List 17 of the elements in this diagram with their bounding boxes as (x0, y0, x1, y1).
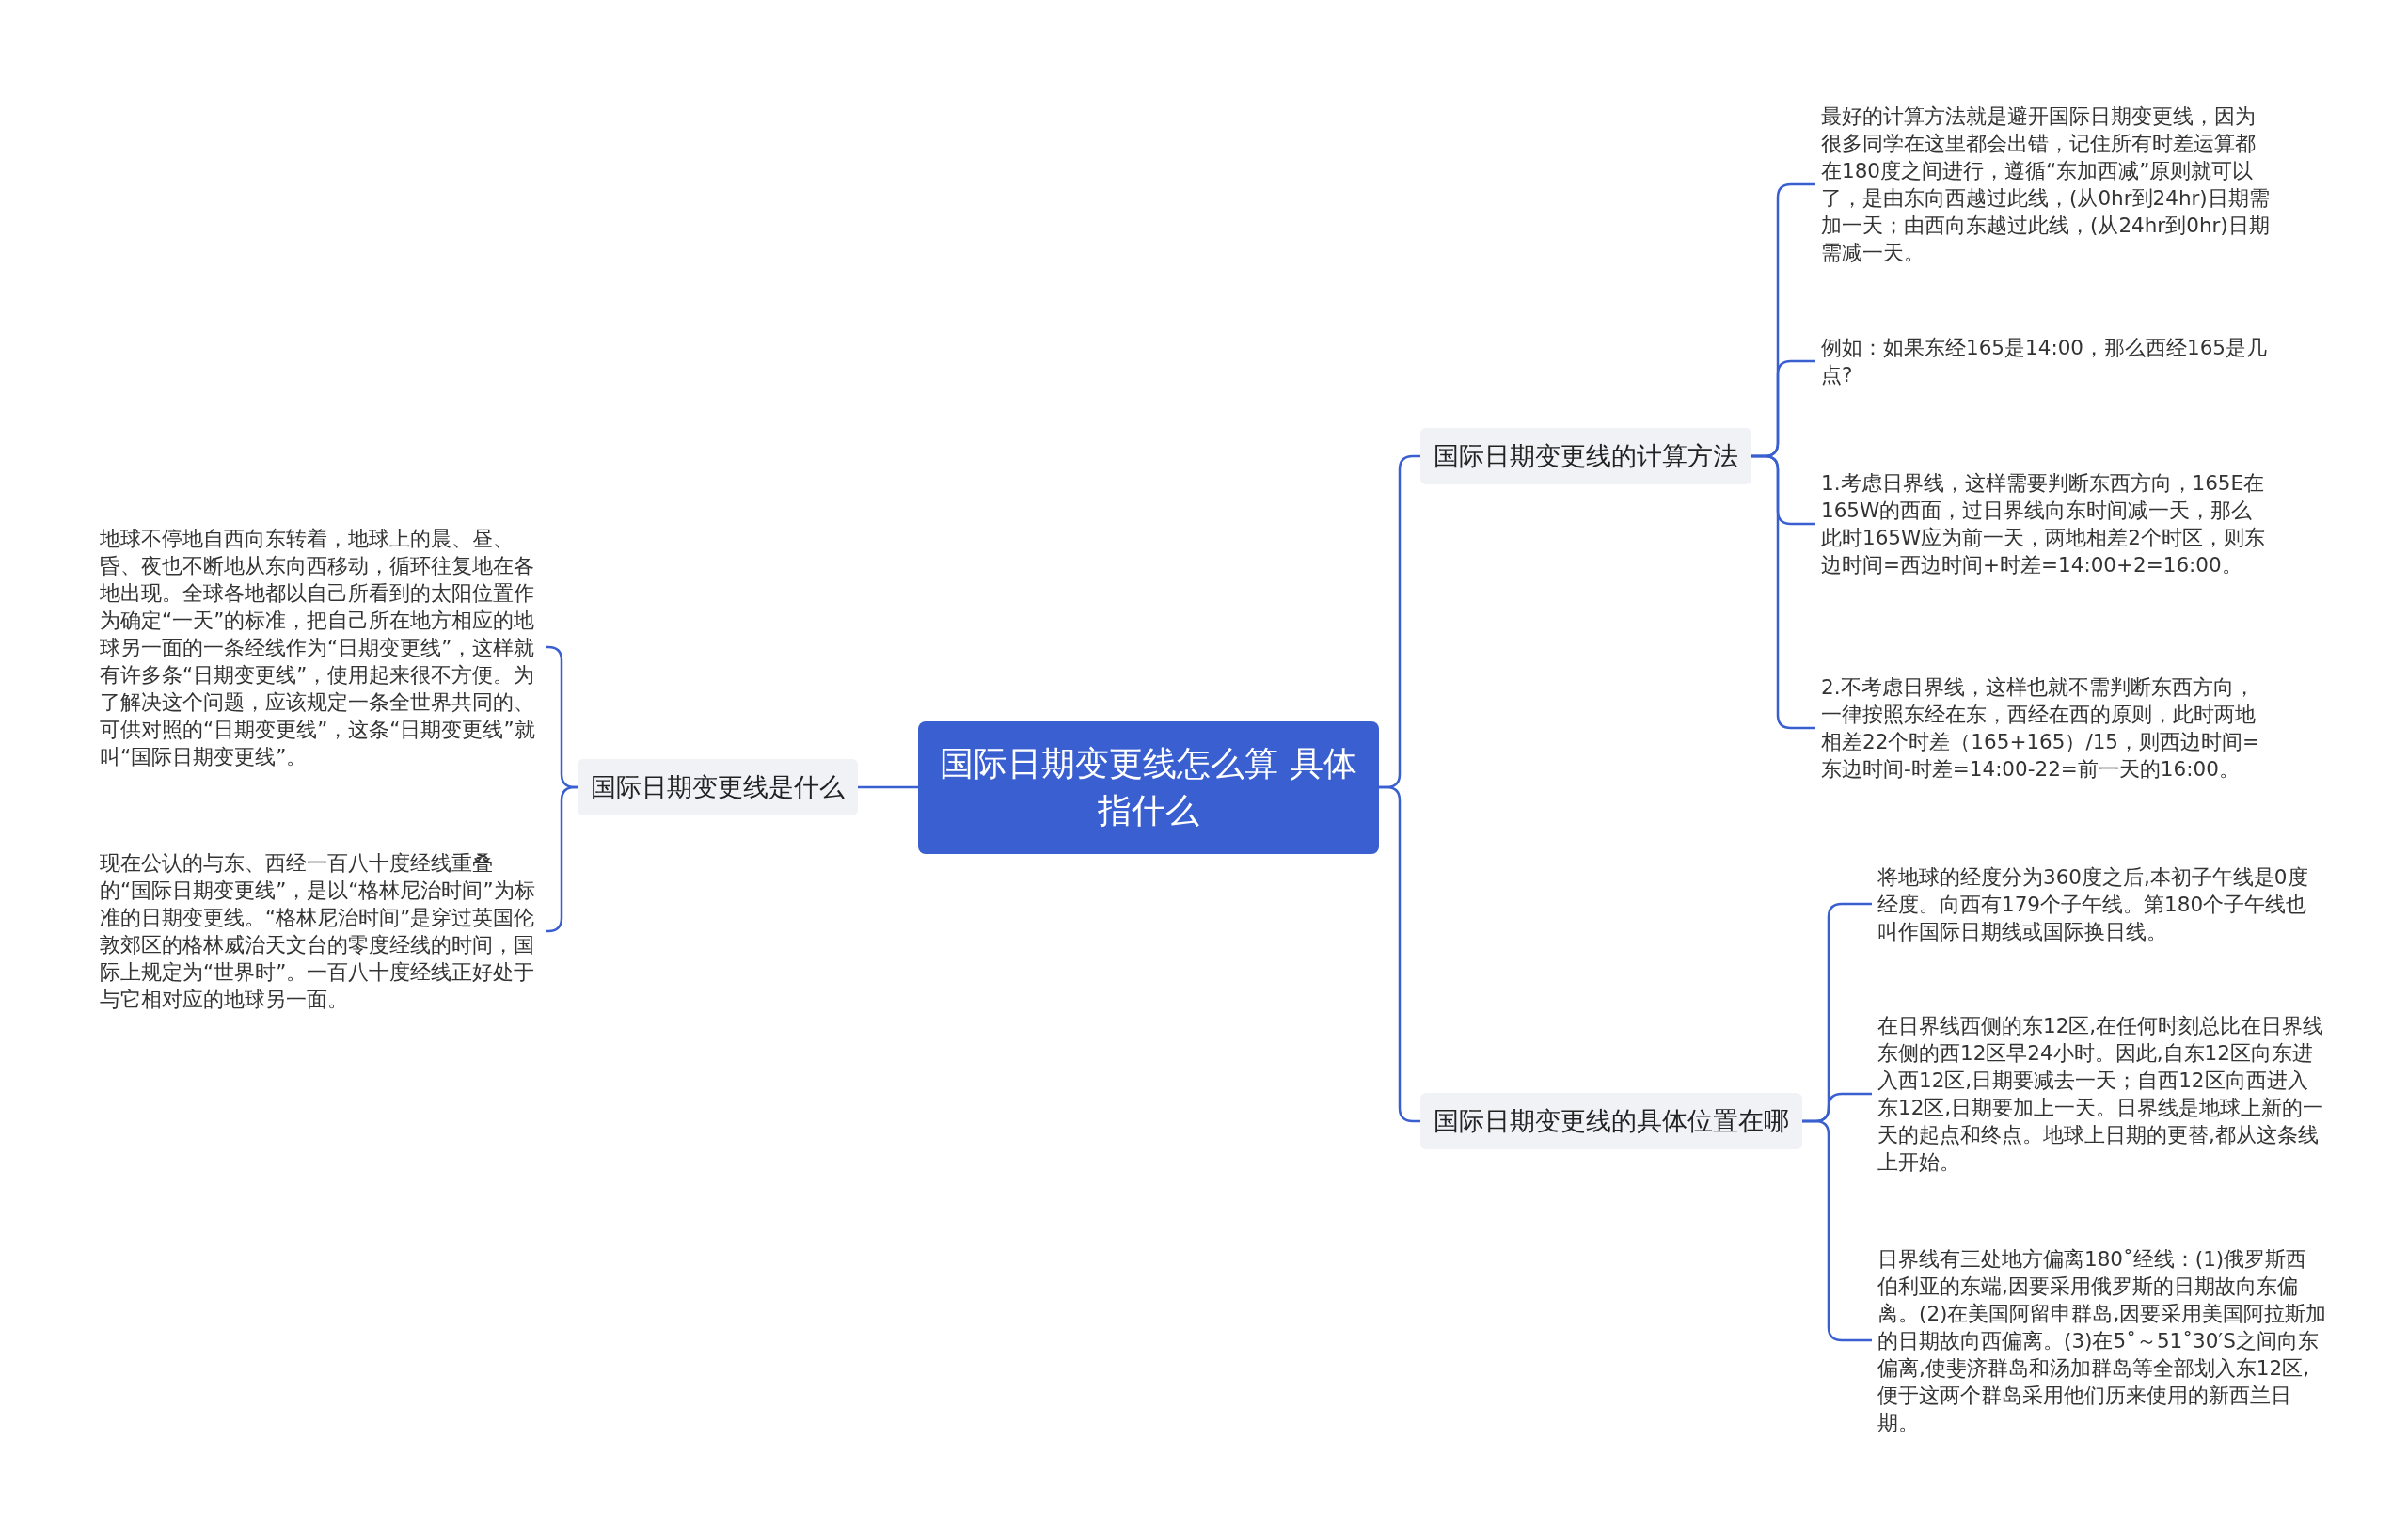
leaf-text: 例如：如果东经165是14:00，那么西经165是几点? (1815, 334, 2276, 388)
leaf-text: 在日界线西侧的东12区,在任何时刻总比在日界线东侧的西12区早24小时。因此,自东12区向东进入西12区,日期要减去一天；自西12区向西进入东12区,日期要加上一天。日界线是地球上新的一天的起点和终点。地球上日期的更替,都从这条线上开始。 (1872, 1012, 2333, 1176)
connector-line (1379, 785, 1420, 1123)
leaf-text: 将地球的经度分为360度之后,本初子午线是0度经度。向西有179个子午线。第180个子午线也叫作国际日期线或国际换日线。 (1872, 862, 2333, 945)
branch-topic: 国际日期变更线是什么 (578, 759, 858, 815)
connector-line (858, 785, 918, 789)
leaf-text: 2.不考虑日界线，这样也就不需判断东西方向，一律按照东经在东，西经在西的原则，此时两地相差22个时差（165+165）/15，则西边时间=东边时间-时差=14:00-22=前一天的16:00。 (1815, 673, 2276, 783)
branch-topic: 国际日期变更线的具体位置在哪 (1420, 1093, 1802, 1149)
leaf-text: 日界线有三处地方偏离180˚经线：(1)俄罗斯西伯利亚的东端,因要采用俄罗斯的日期故向东偏离。(2)在美国阿留申群岛,因要采用美国阿拉斯加的日期故向西偏离。(3)在5˚～51˚30′S之间向东偏离,使斐济群岛和汤加群岛等全部划入东12区,便于这两个群岛采用他们历来使用的新西兰日期。 (1872, 1244, 2333, 1436)
connector-line (1751, 454, 1815, 730)
leaf-text: 地球不停地自西向东转着，地球上的晨、昼、昏、夜也不断地从东向西移动，循环往复地在各地出现。全球各地都以自己所看到的太阳位置作为确定“一天”的标准，把自己所在地方相应的地球另一面的一条经线作为“日期变更线”，这样就有许多条“日期变更线”，使用起来很不方便。为了解决这个问题，应该规定一条全世界共同的、可供对照的“日期变更线”，这条“日期变更线”就叫“国际日期变更线”。 (94, 524, 546, 770)
leaf-text: 1.考虑日界线，这样需要判断东西方向，165E在165W的西面，过日界线向东时间减一天，那么此时165W应为前一天，两地相差2个时区，则东边时间=西边时间+时差=14:00+2=16:00。 (1815, 469, 2276, 578)
leaf-text: 最好的计算方法就是避开国际日期变更线，因为很多同学在这里都会出错，记住所有时差运算都在180度之间进行，遵循“东加西减”原则就可以了，是由东向西越过此线，(从0hr到24hr)日期需加一天；由西向东越过此线，(从24hr到0hr)日期需减一天。 (1815, 103, 2276, 266)
connector-line (1802, 1119, 1872, 1342)
leaf-text: 现在公认的与东、西经一百八十度经线重叠的“国际日期变更线”，是以“格林尼治时间”为标准的日期变更线。“格林尼治时间”是穿过英国伦敦郊区的格林威治天文台的零度经线的时间，国际上规定为“世界时”。一百八十度经线正好处于与它相对应的地球另一面。 (94, 849, 546, 1013)
central-topic: 国际日期变更线怎么算 具体指什么 (918, 720, 1379, 854)
branch-topic: 国际日期变更线的计算方法 (1420, 428, 1751, 484)
